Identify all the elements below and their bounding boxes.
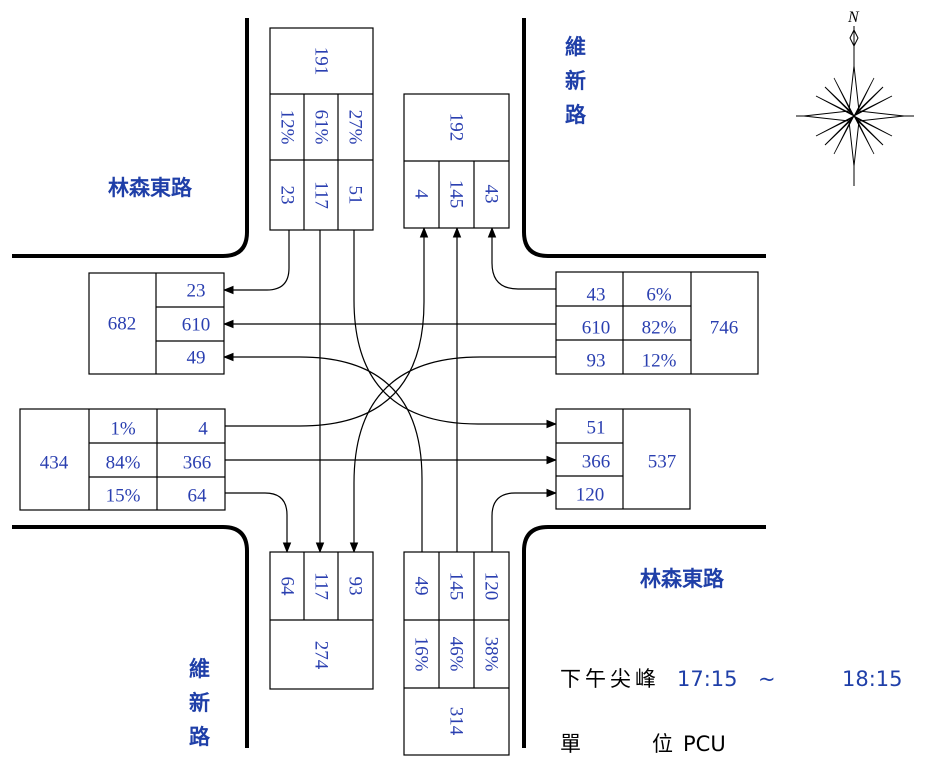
road-name-ns-top: 維 新 路 [565, 35, 587, 127]
east-in-vol-left: 93 [587, 351, 606, 372]
svg-text:新: 新 [189, 691, 210, 715]
south-in-pct-through: 46% [446, 637, 467, 672]
north-in-vol-right: 23 [277, 186, 298, 205]
svg-text:路: 路 [565, 103, 587, 127]
flow-e-left-to-south [349, 356, 556, 554]
south-out-total: 274 [311, 641, 332, 670]
compass-rose-icon: N [796, 9, 914, 186]
north-in-pct-left: 27% [345, 110, 366, 145]
flow-s-left-to-west [222, 352, 423, 552]
period-label: 下午尖峰 [560, 667, 660, 691]
south-in-pct-left: 16% [411, 637, 432, 672]
north-out-vol-3: 43 [481, 185, 502, 204]
east-in-vol-through: 610 [582, 318, 611, 339]
north-in-pct-right: 12% [277, 110, 298, 145]
north-in-box: 191 12% 61% 27% 23 117 51 [269, 27, 374, 231]
south-in-vol-right: 120 [481, 572, 502, 601]
north-in-vol-through: 117 [311, 181, 332, 209]
unit-label-2: 位 [652, 732, 673, 756]
east-in-pct-right: 6% [646, 285, 672, 306]
east-out-vol-2: 366 [582, 452, 611, 473]
north-out-box: 192 4 145 43 [403, 93, 510, 229]
south-in-vol-left: 49 [411, 577, 432, 596]
west-in-vol-right: 64 [188, 486, 208, 507]
north-in-total: 191 [311, 47, 332, 76]
south-out-vol-1: 64 [277, 577, 298, 597]
north-in-pct-through: 61% [311, 110, 332, 145]
east-out-box: 51 366 120 537 [555, 408, 691, 510]
road-edge-sw [12, 525, 249, 748]
svg-text:路: 路 [189, 725, 211, 749]
north-out-vol-1: 4 [411, 189, 432, 199]
west-in-vol-left: 4 [198, 419, 208, 440]
east-in-vol-right: 43 [587, 285, 606, 306]
compass-north-label: N [847, 9, 860, 26]
west-in-pct-through: 84% [106, 453, 141, 474]
flow-w-left-to-north [225, 226, 429, 427]
time-separator: ~ [758, 667, 776, 691]
east-in-pct-through: 82% [642, 318, 677, 339]
legend: 下午尖峰 17:15 ~ 18:15 單 位 PCU [560, 667, 903, 756]
north-out-vol-2: 145 [446, 180, 467, 209]
flow-n-left-to-east [353, 230, 558, 429]
road-edge-se [522, 525, 766, 748]
west-out-vol-1: 23 [187, 281, 206, 302]
svg-text:維: 維 [565, 35, 586, 59]
road-name-ew-top: 林森東路 [108, 176, 193, 200]
south-in-total: 314 [446, 707, 467, 736]
west-out-vol-2: 610 [182, 315, 211, 336]
west-in-pct-right: 15% [106, 486, 141, 507]
flow-lines [222, 226, 558, 554]
north-in-vol-left: 51 [345, 186, 366, 205]
south-in-pct-right: 38% [481, 637, 502, 672]
flow-n-right-to-west [222, 230, 290, 295]
time-end: 18:15 [842, 667, 903, 691]
svg-text:維: 維 [189, 657, 210, 681]
west-out-total: 682 [108, 314, 137, 335]
west-out-vol-3: 49 [187, 348, 206, 369]
road-name-ew-bottom: 林森東路 [640, 567, 725, 591]
flow-e-right-to-north [487, 226, 556, 290]
east-out-vol-3: 120 [576, 485, 605, 506]
flow-s-right-to-east [491, 488, 558, 552]
time-start: 17:15 [677, 667, 738, 691]
north-out-total: 192 [446, 113, 467, 142]
south-out-box: 64 117 93 274 [269, 551, 374, 690]
svg-text:新: 新 [565, 69, 586, 93]
flow-w-right-to-south [225, 492, 292, 554]
south-in-box: 49 145 120 16% 46% 38% 314 [403, 551, 510, 756]
south-out-vol-2: 117 [311, 572, 332, 600]
east-in-box: 43 610 93 6% 82% 12% 746 [555, 271, 759, 375]
east-in-pct-left: 12% [642, 351, 677, 372]
west-out-box: 682 23 610 49 [88, 272, 225, 375]
east-in-total: 746 [710, 318, 739, 339]
road-edge-nw [12, 18, 249, 258]
road-name-ns-bottom: 維 新 路 [189, 657, 211, 749]
west-in-pct-left: 1% [110, 419, 136, 440]
west-in-vol-through: 366 [183, 453, 212, 474]
west-in-box: 434 1% 84% 15% 4 366 64 [19, 408, 226, 511]
road-edge-ne [522, 18, 766, 258]
east-out-vol-1: 51 [587, 418, 606, 439]
unit-value: PCU [683, 732, 726, 756]
south-in-vol-through: 145 [446, 572, 467, 601]
east-out-total: 537 [648, 452, 677, 473]
west-in-total: 434 [40, 453, 69, 474]
unit-label: 單 [560, 732, 581, 756]
south-out-vol-3: 93 [345, 577, 366, 596]
